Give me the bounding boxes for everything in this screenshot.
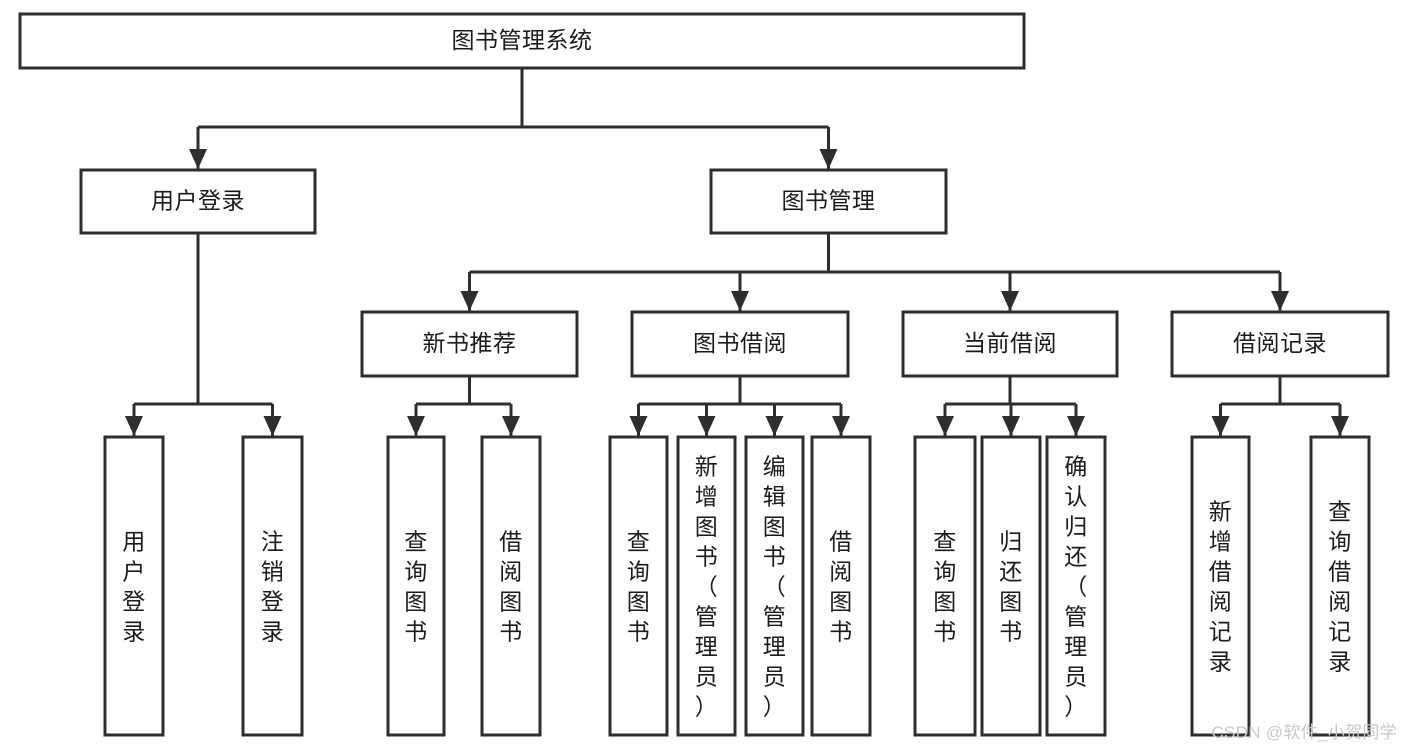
edge-group-user-login [125, 233, 282, 436]
leaf-node[interactable]: 用户登录 [103, 435, 165, 737]
arrow-head-icon [765, 416, 784, 436]
arrow-head-icon [460, 291, 479, 311]
arrow-head-icon [1271, 291, 1289, 311]
arrow-head-icon [832, 416, 850, 436]
node-label: 新书推荐 [423, 330, 517, 356]
leaf-node[interactable]: 注销登录 [241, 435, 304, 737]
node-box [901, 310, 1119, 378]
leaf-node[interactable]: 新增借阅记录 [1190, 435, 1251, 737]
leaf-node[interactable]: 确认归还（管理员） [1045, 435, 1107, 737]
node-label: 图书管理 [782, 188, 876, 214]
node-label: 归还图书 [999, 528, 1023, 644]
leaf-node[interactable]: 借阅图书 [810, 435, 872, 737]
node-label: 图书管理系统 [452, 27, 593, 53]
arrow-head-icon [1331, 416, 1349, 436]
node-box [79, 168, 317, 235]
edge-group-current-borrow [936, 376, 1085, 436]
node-label: 确认归还（管理员） [1064, 453, 1088, 719]
node-box [360, 310, 579, 378]
node-box [744, 435, 805, 737]
node-label: 用户登录 [151, 188, 245, 214]
node-box [980, 435, 1042, 737]
arrow-head-icon [936, 416, 954, 436]
arrow-head-icon [697, 416, 716, 436]
arrow-head-icon [1002, 416, 1020, 436]
arrow-head-icon [1067, 416, 1085, 436]
edge-group-new-book-recommend [407, 376, 520, 436]
edge-group-borrow-record [1211, 376, 1349, 436]
node-box [1170, 310, 1390, 378]
arrow-head-icon [731, 291, 749, 311]
level3-node[interactable]: 图书借阅 [630, 310, 850, 378]
leaf-node[interactable]: 查询图书 [913, 435, 977, 737]
node-label: 查询图书 [404, 528, 428, 644]
arrow-head-icon [125, 416, 143, 436]
leaf-node[interactable]: 查询借阅记录 [1309, 435, 1371, 737]
node-box [630, 310, 850, 378]
connector-layer [125, 68, 1349, 436]
level2-node[interactable]: 图书管理 [709, 168, 948, 235]
node-label: 借阅图书 [499, 528, 523, 644]
node-box [608, 435, 669, 737]
root-node[interactable]: 图书管理系统 [18, 12, 1026, 70]
node-label: 查询图书 [627, 528, 651, 644]
node-box [480, 435, 542, 737]
leaf-node[interactable]: 归还图书 [980, 435, 1042, 737]
level3-node[interactable]: 新书推荐 [360, 310, 579, 378]
arrow-head-icon [189, 149, 207, 169]
node-box [1190, 435, 1251, 737]
node-label: 新增图书（管理员） [695, 453, 719, 719]
leaf-node[interactable]: 查询图书 [386, 435, 446, 737]
node-box [1309, 435, 1371, 737]
level2-node[interactable]: 用户登录 [79, 168, 317, 235]
level3-node[interactable]: 借阅记录 [1170, 310, 1390, 378]
arrow-head-icon [263, 416, 282, 436]
node-label: 当前借阅 [963, 330, 1057, 356]
edge-group-root [189, 68, 838, 169]
node-label: 编辑图书（管理员） [763, 453, 787, 719]
edge-group-book-borrow [629, 376, 850, 436]
node-label: 查询图书 [933, 528, 957, 644]
node-label: 注销登录 [261, 528, 285, 644]
node-label: 图书借阅 [693, 330, 787, 356]
arrow-head-icon [1211, 416, 1230, 436]
edge-group-book-manage [460, 233, 1289, 311]
level3-node[interactable]: 当前借阅 [901, 310, 1119, 378]
node-layer: 图书管理系统用户登录图书管理新书推荐图书借阅当前借阅借阅记录用户登录注销登录查询… [18, 12, 1390, 737]
leaf-node[interactable]: 查询图书 [608, 435, 669, 737]
arrow-head-icon [629, 416, 648, 436]
node-box [913, 435, 977, 737]
node-box [1045, 435, 1107, 737]
node-box [241, 435, 304, 737]
arrow-head-icon [819, 149, 838, 169]
node-box [103, 435, 165, 737]
node-box [810, 435, 872, 737]
leaf-node[interactable]: 借阅图书 [480, 435, 542, 737]
node-label: 借阅记录 [1233, 330, 1327, 356]
node-label: 查询借阅记录 [1328, 498, 1352, 674]
node-label: 借阅图书 [829, 528, 853, 644]
arrow-head-icon [502, 416, 520, 436]
arrow-head-icon [407, 416, 425, 436]
leaf-node[interactable]: 新增图书（管理员） [676, 435, 737, 737]
node-box [709, 168, 948, 235]
node-label: 新增借阅记录 [1209, 498, 1233, 674]
node-label: 用户登录 [122, 528, 146, 644]
arrow-head-icon [1001, 291, 1019, 311]
leaf-node[interactable]: 编辑图书（管理员） [744, 435, 805, 737]
node-box [386, 435, 446, 737]
node-box [676, 435, 737, 737]
node-box [18, 12, 1026, 70]
